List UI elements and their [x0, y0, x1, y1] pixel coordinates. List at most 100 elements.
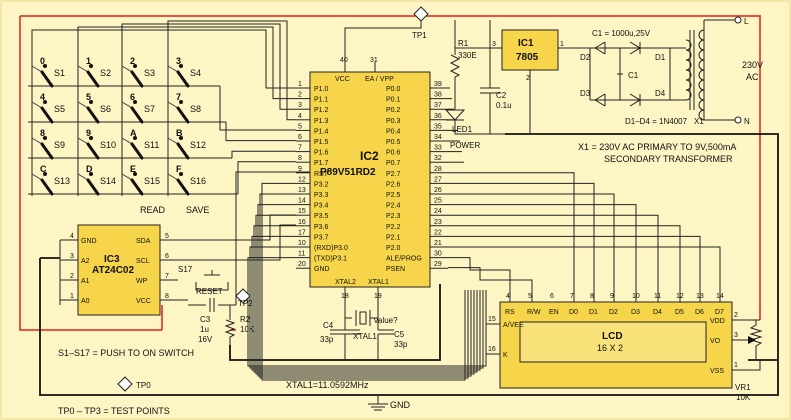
switch-key: 4	[40, 92, 45, 102]
ic2-p2-wire	[448, 246, 721, 302]
ic2-pin-num: 23	[434, 219, 442, 226]
gnd-label: GND	[390, 400, 411, 410]
switch-note: S1–S17 = PUSH TO ON SWITCH	[58, 348, 194, 358]
ic2-pin-num: 3	[298, 102, 302, 109]
switch-lever[interactable]	[130, 178, 144, 196]
ic3-pin-num: 8	[165, 293, 169, 300]
l-label: L	[744, 17, 749, 26]
ic2-pin-label: GND	[314, 266, 330, 273]
switch-contact-icon	[43, 100, 47, 104]
ic2-pin-label: P2.6	[386, 181, 401, 188]
x1-note1: X1 = 230V AC PRIMARY TO 9V,500mA	[578, 142, 736, 152]
switch-lever[interactable]	[130, 70, 144, 88]
save-label: SAVE	[186, 205, 209, 215]
ic2-pin-label: P1.5	[314, 139, 329, 146]
ic2-pin-num: 5	[298, 123, 302, 130]
switch-lever[interactable]	[40, 70, 54, 88]
d4-label: D4	[655, 89, 666, 98]
ic2-pin-label: P0.3	[386, 118, 401, 125]
lcd-pin-label: VDD	[710, 318, 725, 325]
switch-lever[interactable]	[176, 178, 190, 196]
tp0[interactable]: TP0	[117, 376, 151, 392]
ic2-pin-num: 14	[298, 198, 306, 205]
lcd-pin-label: D3	[631, 309, 640, 316]
switch-lever[interactable]	[86, 142, 100, 160]
c4-value: 33p	[320, 335, 334, 344]
lcd-pin-num: 1	[734, 362, 738, 369]
lcd-pin-num: 3	[734, 332, 738, 339]
ac-voltage: 230V	[742, 60, 763, 70]
switch-key: 2	[130, 56, 135, 66]
lcd-pin-label: D1	[589, 309, 598, 316]
switch-lever[interactable]	[40, 178, 54, 196]
ic2-pin-label: PSEN	[386, 266, 405, 273]
switch-lead	[31, 65, 43, 73]
switch-lever[interactable]	[86, 70, 100, 88]
switch-contact-icon	[179, 136, 183, 140]
ic2-pin-num: 38	[434, 92, 442, 99]
ic2-p3-wire	[253, 225, 478, 373]
switch-lead	[77, 137, 89, 145]
tp1[interactable]: TP1	[344, 6, 429, 72]
lcd-pins: 4RS5R/W6EN7D08D19D210D311D412D513D614D71…	[486, 293, 738, 375]
value-label: value?	[374, 316, 398, 325]
ic2-pin-num: 27	[434, 176, 442, 183]
tp1-diamond-icon[interactable]	[413, 6, 429, 22]
ic2-part: P89V51RD2	[320, 167, 376, 178]
keypad-col-bus	[121, 23, 296, 110]
switch-lever[interactable]	[176, 106, 190, 124]
switch-lever[interactable]	[130, 106, 144, 124]
ic2-pin-label: EA / VPP	[365, 76, 394, 83]
switch-name: S12	[190, 140, 206, 150]
vcc-rail	[19, 15, 761, 331]
tp2-diamond-icon[interactable]	[235, 288, 251, 304]
ic3-pin-label: A0	[81, 298, 90, 305]
c3-value1: 1u	[200, 325, 209, 334]
ic3-pin-num: 2	[70, 273, 74, 280]
lcd-pin-label: R/W	[527, 309, 541, 316]
ic2-pin-num: 15	[298, 208, 306, 215]
switch-contact-icon	[43, 64, 47, 68]
ic2-pin-num: 28	[434, 166, 442, 173]
ic2-p3-wire	[261, 182, 466, 381]
tp0-label: TP0	[136, 381, 151, 390]
switch-name: S14	[100, 176, 116, 186]
lcd-pin-label: EN	[549, 309, 559, 316]
ic2-pin-num: 37	[434, 102, 442, 109]
keypad-row-bus	[231, 150, 296, 158]
switch-key: 5	[86, 92, 91, 102]
tp0-diamond-icon[interactable]	[117, 376, 133, 392]
ic2-pin-num: 9	[298, 166, 302, 173]
lcd-pin-label: D0	[569, 309, 578, 316]
c1-note: C1 = 1000u,25V	[592, 29, 651, 38]
c1-sym-label: C1	[628, 71, 639, 80]
switch-name: S16	[190, 176, 206, 186]
switch-name: S11	[144, 140, 159, 150]
lcd-pin-num: 9	[610, 293, 614, 300]
ic2-mcu: IC2 P89V51RD2 1P1.02P1.13P1.24P1.35P1.46…	[247, 57, 721, 381]
lcd-module: LCD 16 X 2 4RS5R/W6EN7D08D19D210D311D412…	[486, 293, 738, 389]
n-terminal	[734, 116, 742, 124]
lcd-pin-label: D5	[675, 309, 684, 316]
switch-lever[interactable]	[86, 178, 100, 196]
switch-contact-icon	[133, 100, 137, 104]
switch-lever[interactable]	[176, 70, 190, 88]
switch-lever[interactable]	[130, 142, 144, 160]
switch-lever[interactable]	[40, 106, 54, 124]
tp2-label: TP2	[238, 299, 253, 308]
ic2-pin-label: P3.5	[314, 213, 329, 220]
ic2-pin-label: P0.2	[386, 107, 401, 114]
switch-lever[interactable]	[40, 142, 54, 160]
switch-lead	[31, 101, 43, 109]
ic2-pin-num: 39	[434, 81, 442, 88]
ic2-pin-label: RST	[314, 171, 329, 178]
switch-lever[interactable]	[176, 142, 190, 160]
ic2-pin-label: P2.5	[386, 192, 401, 199]
switch-lever[interactable]	[86, 106, 100, 124]
ic2-pin-num: 16	[298, 219, 306, 226]
lcd-pin-num: 16	[488, 346, 496, 353]
ic3-pin-num: 5	[165, 233, 169, 240]
